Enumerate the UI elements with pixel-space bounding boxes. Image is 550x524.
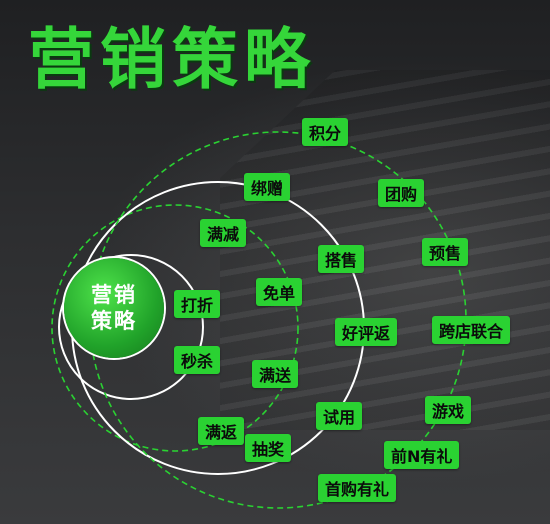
tag-tuangou: 团购 [378,179,425,207]
tag-dazhe: 打折 [174,290,221,318]
center-node: 营销 策略 [64,258,164,358]
tag-shougouyouli: 首购有礼 [318,474,397,502]
ring-1-solid [58,254,204,400]
tag-manfan: 满返 [198,417,245,445]
tag-qiannyouli: 前N有礼 [384,441,460,469]
tag-choujiang: 抽奖 [245,434,292,462]
center-label-line1: 营销 [91,282,137,307]
tag-haopingfan: 好评返 [335,318,398,346]
tag-bangzeng: 绑赠 [244,173,291,201]
page-title: 营销策略 [28,21,316,98]
tag-miaosha: 秒杀 [174,346,221,374]
tag-miandan: 免单 [256,278,303,306]
tag-manjian: 满减 [200,219,247,247]
tag-shiyong: 试用 [316,402,363,430]
ring-2-dashed [51,204,299,452]
tag-jifen: 积分 [302,118,349,146]
center-label-line2: 策略 [91,309,137,333]
tag-youxi: 游戏 [425,396,472,424]
tag-yushou: 预售 [422,238,469,266]
tag-dashou: 搭售 [318,245,365,273]
tag-mansong: 满送 [252,360,299,388]
tag-kuadianlianhe: 跨店联合 [432,316,511,344]
